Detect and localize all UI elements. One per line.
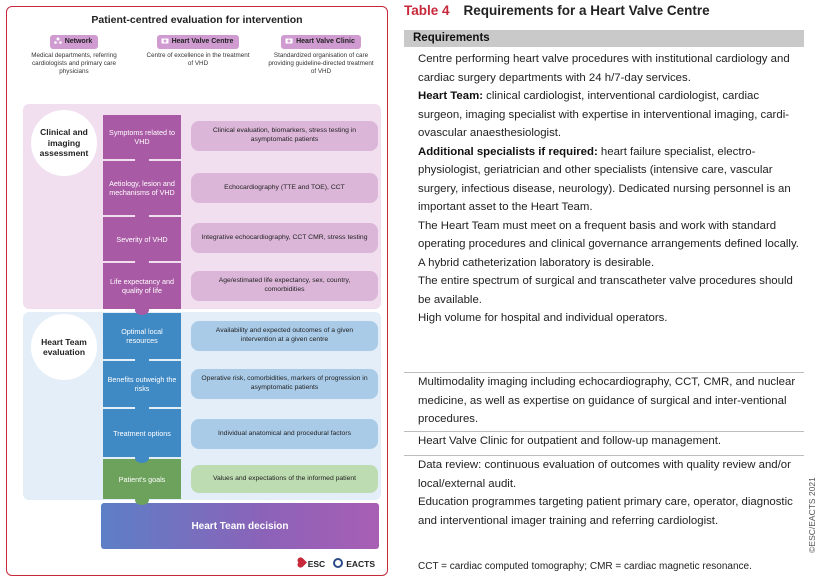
- row1-p3: Additional specialists if required: hear…: [418, 145, 791, 214]
- heart-team-label: Heart Team evaluation: [31, 314, 97, 380]
- table-row-data-education: Data review: continuous evaluation of ou…: [404, 455, 804, 530]
- requirements-table: Table 4 Requirements for a Heart Valve Ce…: [404, 0, 804, 583]
- row1-p2: Heart Team: clinical cardiologist, inter…: [418, 90, 790, 139]
- eacts-ring-icon: [333, 558, 344, 568]
- table-row-imaging: Multimodality imaging including echocard…: [404, 372, 804, 429]
- row1-p5: A hybrid catheterization laboratory is d…: [418, 256, 655, 269]
- heart-valve-clinic-pill: Heart Valve Clinic: [281, 35, 361, 49]
- piece-treatment: Treatment options: [103, 409, 181, 463]
- piece-patient-goals: Patient's goals: [103, 459, 181, 505]
- network-pill: Network: [49, 35, 99, 49]
- piece-benefits: Benefits outweigh the risks: [103, 361, 181, 413]
- table-row-clinic: Heart Valve Clinic for outpatient and fo…: [404, 431, 804, 451]
- heart-team-decision: Heart Team decision: [101, 503, 379, 549]
- row1-p4: The Heart Team must meet on a frequent b…: [418, 219, 799, 251]
- desc-severity: Integrative echocardiography, CCT CMR, s…: [191, 223, 378, 253]
- esc-logo: ESC: [296, 558, 325, 569]
- row4-p1: Data review: continuous evaluation of ou…: [418, 459, 791, 490]
- piece-aetiology: Aetiology, lesion and mechanisms of VHD: [103, 161, 181, 221]
- logos: ESC EACTS: [296, 558, 375, 569]
- table-row-centre: Centre performing heart valve procedures…: [404, 50, 804, 328]
- table-heading: Table 4 Requirements for a Heart Valve Ce…: [404, 3, 710, 18]
- heart-valve-clinic-card: Heart Valve Clinic Standardized organisa…: [268, 35, 374, 76]
- eacts-logo: EACTS: [333, 558, 375, 569]
- piece-symptoms: Symptoms related to VHD: [103, 115, 181, 165]
- copyright: ©ESC/EACTS 2021: [807, 477, 817, 553]
- piece-severity: Severity of VHD: [103, 217, 181, 267]
- desc-symptoms: Clinical evaluation, biomarkers, stress …: [191, 121, 378, 151]
- desc-treatment: Individual anatomical and procedural fac…: [191, 419, 378, 449]
- figure-title: Patient-centred evaluation for intervent…: [91, 14, 303, 26]
- table-footnote: CCT = cardiac computed tomography; CMR =…: [418, 561, 752, 572]
- desc-local-resources: Availability and expected outcomes of a …: [191, 321, 378, 351]
- table-number: Table 4: [404, 3, 450, 18]
- row1-p6: The entire spectrum of surgical and tran…: [418, 275, 793, 306]
- row4-p2: Education programmes targeting patient p…: [418, 496, 793, 527]
- desc-patient-goals: Values and expectations of the informed …: [191, 465, 378, 493]
- table-column-header: Requirements: [404, 30, 804, 47]
- heart-valve-clinic-text: Standardized organisation of care provid…: [268, 51, 374, 76]
- heart-valve-centre-text: Centre of excellence in the treatment of…: [146, 51, 250, 67]
- table-title: Requirements for a Heart Valve Centre: [463, 3, 710, 18]
- evaluation-figure: Patient-centred evaluation for intervent…: [6, 6, 388, 576]
- network-card: Network Medical departments, referring c…: [21, 35, 127, 76]
- heart-valve-centre-card: Heart Valve Centre Centre of excellence …: [145, 35, 251, 68]
- heart-valve-centre-pill: Heart Valve Centre: [156, 35, 240, 49]
- desc-life-expectancy: Age/estimated life expectancy, sex, coun…: [191, 271, 378, 301]
- hospital-icon: [161, 38, 169, 44]
- network-icon: [53, 37, 62, 44]
- row1-p7: High volume for hospital and individual …: [418, 312, 668, 324]
- clinical-assessment-label: Clinical and imaging assessment: [31, 110, 97, 176]
- clinic-icon: [285, 38, 293, 44]
- desc-benefits: Operative risk, comorbidities, markers o…: [191, 369, 378, 399]
- piece-life-expectancy: Life expectancy and quality of life: [103, 263, 181, 315]
- network-text: Medical departments, referring cardiolog…: [31, 51, 117, 76]
- piece-local-resources: Optimal local resources: [103, 313, 181, 365]
- desc-aetiology: Echocardiography (TTE and TOE), CCT: [191, 173, 378, 203]
- row1-p1: Centre performing heart valve procedures…: [418, 53, 790, 84]
- heart-icon: [294, 556, 307, 569]
